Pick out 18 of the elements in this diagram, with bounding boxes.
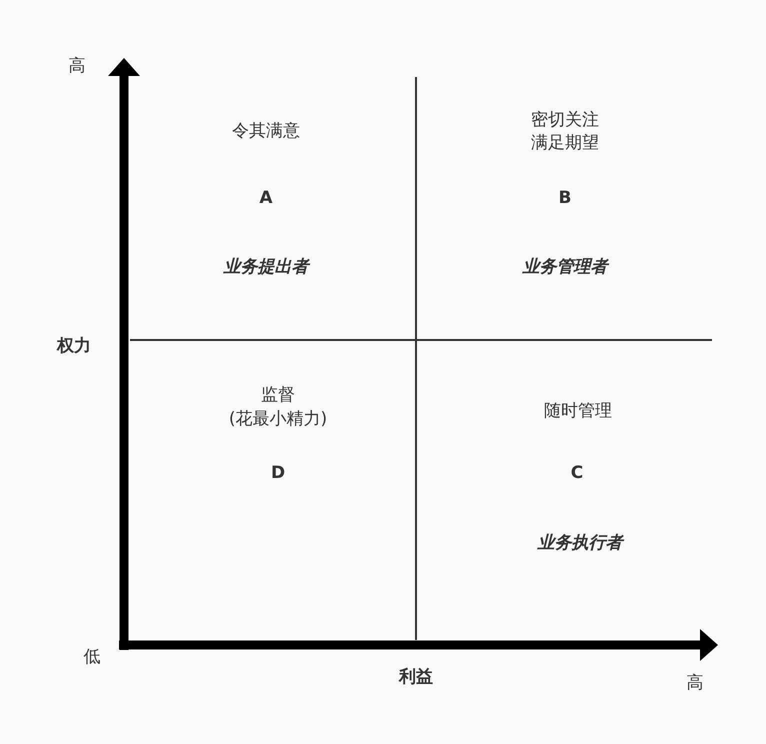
axis-label: 高 bbox=[68, 56, 86, 76]
role-label: 业务执行者 bbox=[538, 532, 622, 554]
quadrant-text: 密切关注 bbox=[531, 110, 599, 130]
axis-title: 利益 bbox=[399, 666, 433, 688]
quadrant-letter: D bbox=[270, 462, 286, 484]
axis-title: 权力 bbox=[57, 336, 91, 356]
quadrant-text: 监督 bbox=[261, 384, 295, 406]
quadrant-letter: C bbox=[570, 462, 584, 484]
quadrant-letter: A bbox=[259, 188, 273, 208]
axis-label: 低 bbox=[84, 646, 100, 668]
axis-label: 高 bbox=[686, 672, 704, 694]
quadrant-text: (花最小精力) bbox=[228, 408, 328, 430]
quadrant-text: 令其满意 bbox=[232, 120, 300, 142]
role-label: 业务提出者 bbox=[224, 256, 308, 278]
quadrant-letter: B bbox=[558, 188, 572, 208]
quadrant-text: 满足期望 bbox=[531, 132, 599, 154]
quadrant-text: 随时管理 bbox=[544, 400, 612, 422]
role-label: 业务管理者 bbox=[522, 256, 608, 278]
